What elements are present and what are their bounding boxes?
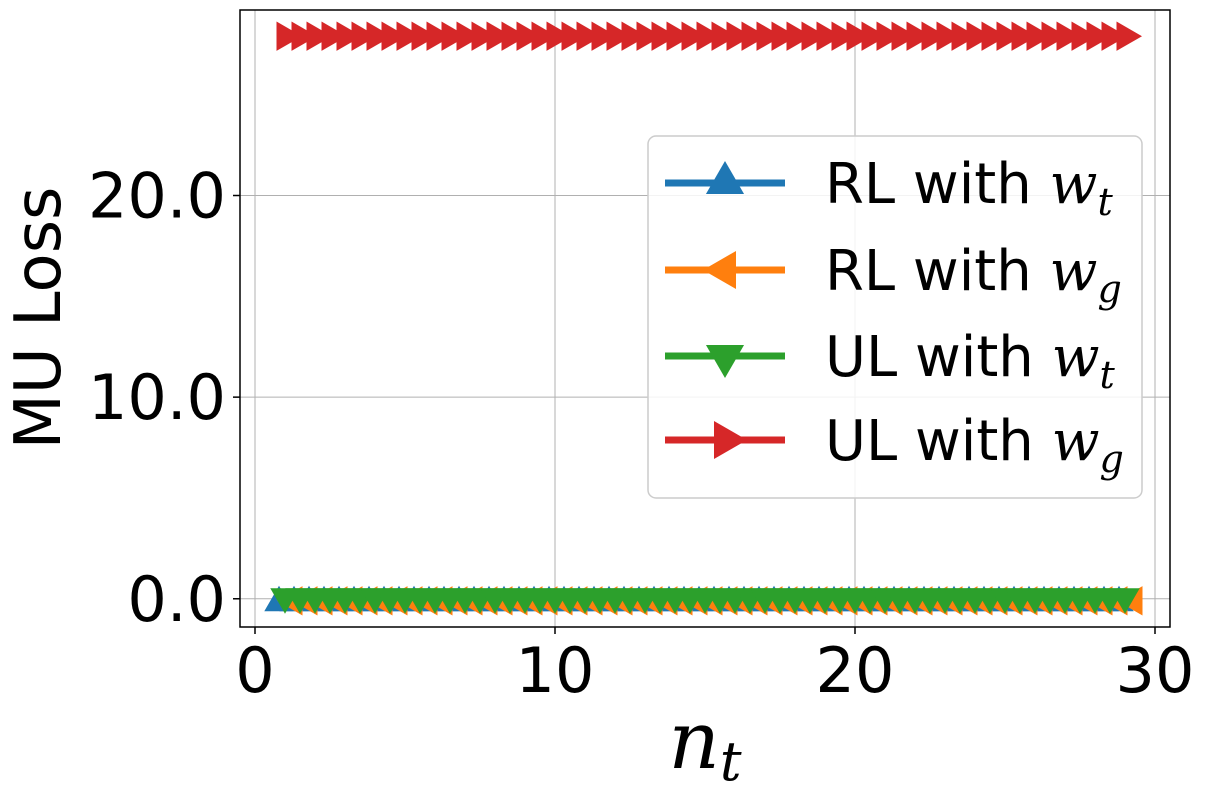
data-point	[921, 21, 947, 51]
legend-label-sub: t	[1100, 353, 1116, 397]
data-point	[966, 21, 992, 51]
data-point	[441, 21, 467, 51]
legend-label-sub: g	[1097, 267, 1121, 311]
data-point	[906, 21, 932, 51]
data-point	[636, 21, 662, 51]
legend-label: UL with wt	[825, 325, 1116, 397]
series-3	[276, 21, 1142, 51]
data-point	[936, 21, 962, 51]
data-point	[801, 21, 827, 51]
data-point	[951, 21, 977, 51]
data-point	[741, 21, 767, 51]
data-point	[396, 21, 422, 51]
data-point	[846, 21, 872, 51]
data-point	[831, 21, 857, 51]
plot-series	[264, 21, 1143, 616]
data-point	[606, 21, 632, 51]
data-point	[1041, 21, 1067, 51]
data-point	[726, 21, 752, 51]
legend-label-prefix: RL with	[825, 239, 1050, 304]
data-point	[861, 21, 887, 51]
data-point	[501, 21, 527, 51]
data-point	[591, 21, 617, 51]
x-tick-label: 30	[1116, 634, 1195, 707]
data-point	[576, 21, 602, 51]
data-point	[696, 21, 722, 51]
data-point	[666, 21, 692, 51]
data-point	[651, 21, 677, 51]
y-tick-label: 0.0	[127, 563, 226, 636]
data-point	[756, 21, 782, 51]
plot-frame	[239, 9, 1171, 628]
data-point	[336, 21, 362, 51]
x-axis-label: nt	[668, 694, 742, 793]
data-point	[561, 21, 587, 51]
legend-marker	[705, 345, 745, 378]
data-point	[621, 21, 647, 51]
y-axis-label: MU Loss	[2, 187, 76, 450]
data-point	[516, 21, 542, 51]
data-point	[426, 21, 452, 51]
data-point	[1071, 21, 1097, 51]
data-point	[546, 21, 572, 51]
legend-label-var: w	[1050, 152, 1098, 217]
data-point	[681, 21, 707, 51]
legend-label-sub: t	[1097, 180, 1113, 224]
data-point	[711, 21, 737, 51]
legend-label-prefix: UL with	[825, 409, 1052, 474]
x-axis-label-base: n	[668, 694, 720, 787]
data-point	[981, 21, 1007, 51]
x-axis-label-sub: t	[720, 730, 742, 793]
data-point	[366, 21, 392, 51]
x-tick-label: 20	[816, 634, 895, 707]
data-point	[351, 21, 377, 51]
data-point	[321, 21, 347, 51]
data-point	[471, 21, 497, 51]
data-point	[1116, 21, 1142, 51]
y-tick-label: 10.0	[88, 361, 226, 434]
legend-label-prefix: UL with	[825, 325, 1052, 390]
legend-marker	[703, 250, 736, 290]
legend-label: RL with wt	[825, 152, 1113, 224]
data-point	[291, 21, 317, 51]
data-point	[531, 21, 557, 51]
data-point	[876, 21, 902, 51]
data-point	[1056, 21, 1082, 51]
y-tick-label: 20.0	[88, 160, 226, 233]
data-point	[411, 21, 437, 51]
data-point	[456, 21, 482, 51]
series-2	[270, 588, 1140, 614]
x-tick-label: 10	[516, 634, 595, 707]
data-point	[276, 21, 302, 51]
x-tick-label: 0	[235, 634, 274, 707]
data-point	[1026, 21, 1052, 51]
data-point	[1110, 588, 1140, 614]
data-point	[1101, 21, 1127, 51]
data-point	[786, 21, 812, 51]
data-point	[816, 21, 842, 51]
legend-box	[647, 135, 1143, 499]
data-point	[891, 21, 917, 51]
data-point	[1086, 21, 1112, 51]
legend-label-var: w	[1050, 239, 1098, 304]
data-point	[996, 21, 1022, 51]
legend-label-var: w	[1052, 409, 1100, 474]
legend-label-sub: g	[1100, 437, 1124, 481]
data-point	[1011, 21, 1037, 51]
legend-marker	[714, 420, 747, 460]
axis-ticks: 0 10 20 30 0.0 10.0 20.0	[88, 160, 1195, 707]
legend-label: RL with wg	[825, 239, 1122, 311]
data-point	[381, 21, 407, 51]
legend-label-prefix: RL with	[825, 152, 1050, 217]
data-point	[771, 21, 797, 51]
legend-marker	[705, 161, 745, 194]
legend-label-var: w	[1052, 325, 1100, 390]
data-point	[306, 21, 332, 51]
data-point	[486, 21, 512, 51]
legend-label: UL with wg	[825, 409, 1124, 481]
